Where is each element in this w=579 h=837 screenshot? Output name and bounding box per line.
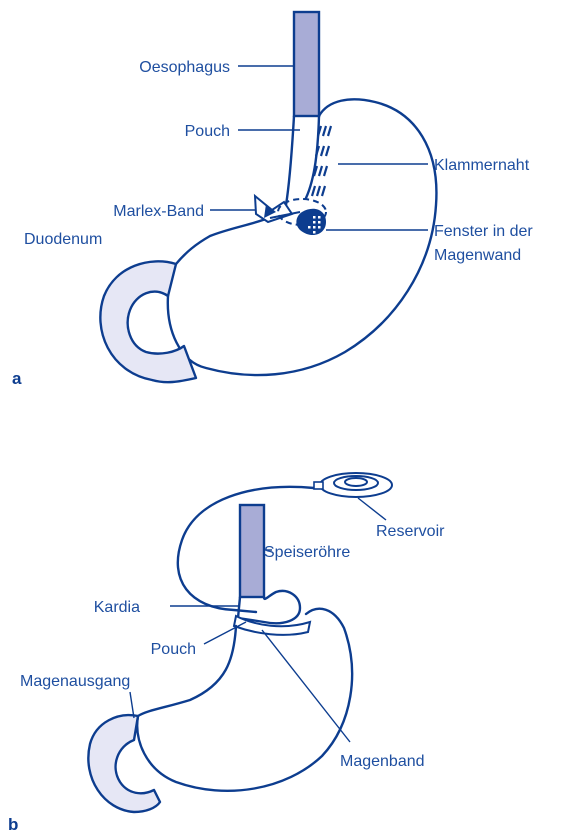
label-fenster-line2: Magenwand	[434, 247, 521, 264]
label-pouch-b: Pouch	[151, 641, 196, 658]
leader-magenband	[262, 630, 350, 742]
label-reservoir: Reservoir	[376, 523, 445, 540]
oesophagus-tube	[294, 12, 319, 116]
pouch-wall-a	[306, 116, 319, 198]
stomach-outline-a	[168, 99, 437, 375]
leader-pouch-b	[204, 622, 246, 644]
reservoir-port	[314, 473, 392, 497]
panel-b: Reservoir Speiseröhre Kardia Pouch Magen…	[8, 473, 445, 834]
stomach-outline-b	[137, 609, 352, 791]
label-magenband: Magenband	[340, 753, 425, 770]
duodenum-a	[100, 261, 196, 382]
label-duodenum: Duodenum	[24, 231, 102, 248]
speiseroehre-tube	[240, 505, 264, 597]
panel-label-a: a	[12, 369, 22, 388]
label-magenausgang: Magenausgang	[20, 673, 130, 690]
panel-a: Oesophagus Pouch Klammernaht Marlex-Band…	[12, 12, 533, 388]
leader-reservoir	[358, 498, 386, 520]
label-fenster-line1: Fenster in der	[434, 223, 533, 240]
marlex-band	[255, 196, 300, 222]
label-kardia: Kardia	[94, 599, 140, 616]
label-pouch-a: Pouch	[185, 123, 230, 140]
label-speiseroehre: Speiseröhre	[264, 544, 350, 561]
panel-label-b: b	[8, 815, 18, 834]
label-oesophagus: Oesophagus	[139, 59, 230, 76]
label-marlex-band: Marlex-Band	[113, 203, 204, 220]
label-klammernaht: Klammernaht	[434, 157, 530, 174]
